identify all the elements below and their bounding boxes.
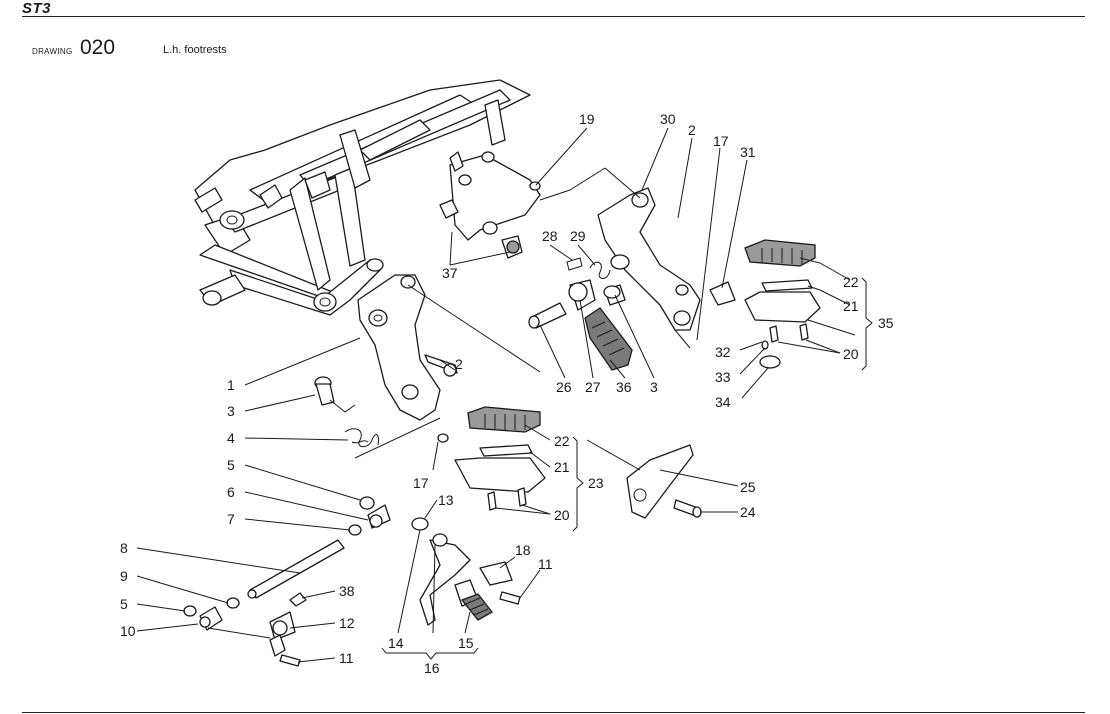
top-rule [22, 16, 1085, 17]
callout-24: 24 [740, 504, 756, 520]
callout-8: 8 [120, 540, 128, 556]
callout-34: 34 [715, 394, 731, 410]
brace-23 [572, 436, 584, 532]
callout-36: 36 [616, 379, 632, 395]
hanger-1 [357, 274, 458, 421]
callout-21-right: 21 [843, 298, 859, 314]
callout-6: 6 [227, 484, 235, 500]
callout-23: 23 [588, 475, 604, 491]
callout-37: 37 [442, 265, 458, 281]
callout-15: 15 [458, 635, 474, 651]
callout-33: 33 [715, 369, 731, 385]
callout-13: 13 [438, 492, 454, 508]
drawing-label: DRAWING [32, 47, 73, 56]
bottom-rule [22, 712, 1085, 713]
callout-10: 10 [120, 623, 136, 639]
callout-5-upper: 5 [227, 457, 235, 473]
heel-guard-25 [626, 444, 702, 519]
drawing-number: 020 [80, 36, 116, 59]
callout-32: 32 [715, 344, 731, 360]
callout-26: 26 [556, 379, 572, 395]
callout-11-upper: 11 [538, 556, 553, 572]
callout-29: 29 [570, 228, 586, 244]
spring-4 [344, 428, 379, 448]
callouts: 1 3 4 5 6 7 8 9 5 10 38 12 11 17 13 14 1… [120, 111, 894, 676]
footrest-rubber-right [744, 239, 821, 369]
callout-28: 28 [542, 228, 558, 244]
callout-1: 1 [227, 377, 235, 393]
callout-31: 31 [740, 144, 756, 160]
callout-11-lower: 11 [339, 650, 354, 666]
callout-4: 4 [227, 430, 235, 446]
callout-2-right: 2 [688, 122, 696, 138]
callout-14: 14 [388, 635, 404, 651]
callout-2-left: 2 [455, 356, 463, 372]
brace-35 [861, 277, 873, 371]
callout-17-upper: 17 [713, 133, 729, 149]
callout-3-left: 3 [227, 403, 235, 419]
callout-30: 30 [660, 111, 676, 127]
callout-3-right: 3 [650, 379, 658, 395]
callout-5-lower: 5 [120, 596, 128, 612]
callout-17-lower: 17 [413, 475, 429, 491]
callout-27: 27 [585, 379, 601, 395]
callout-7: 7 [227, 511, 235, 527]
callout-38: 38 [339, 583, 355, 599]
callout-19: 19 [579, 111, 595, 127]
callout-12: 12 [339, 615, 355, 631]
callout-20-left: 20 [554, 507, 570, 523]
frame-drawing [194, 79, 531, 316]
brace-16 [381, 647, 479, 660]
footpeg-left [437, 406, 546, 511]
callout-22-right: 22 [843, 274, 859, 290]
callout-25: 25 [740, 479, 756, 495]
bracket-19 [439, 151, 541, 259]
footpeg-36 [528, 257, 633, 371]
hanger-30 [597, 187, 736, 331]
callout-20-right: 20 [843, 346, 859, 362]
callout-21-left: 21 [554, 459, 570, 475]
callout-22-left: 22 [554, 433, 570, 449]
callout-35: 35 [878, 315, 894, 331]
callout-16: 16 [424, 660, 440, 676]
drawing-title: L.h. footrests [163, 44, 227, 56]
leader-lines [136, 127, 856, 663]
model-name: ST3 [22, 0, 52, 17]
callout-9: 9 [120, 568, 128, 584]
pin-3-left [314, 376, 335, 406]
callout-18: 18 [515, 542, 531, 558]
